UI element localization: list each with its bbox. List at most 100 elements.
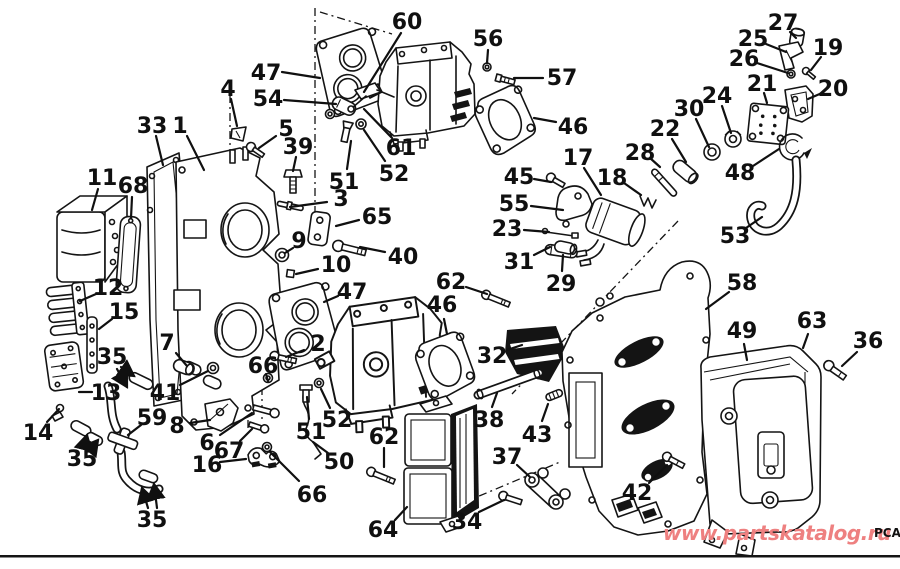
- callout-label-45: 45: [504, 165, 535, 190]
- corner-code: PCA: [874, 526, 900, 540]
- callout-label-3: 3: [333, 187, 348, 212]
- watermark[interactable]: www.partskatalog.ru: [663, 521, 891, 545]
- callout-label-48: 48: [725, 161, 756, 186]
- callout-leader: [257, 134, 278, 150]
- callout-leader: [744, 215, 764, 230]
- callout-leader: [294, 267, 320, 276]
- callout-leader: [560, 253, 565, 273]
- callout-label-19: 19: [813, 36, 844, 61]
- callout-label-11: 11: [87, 166, 118, 191]
- callout-leader: [751, 147, 781, 168]
- callout-leader: [218, 457, 248, 464]
- callout-label-14: 14: [23, 421, 54, 446]
- callout-label-50: 50: [324, 450, 355, 475]
- callout-label-46: 46: [427, 293, 458, 318]
- air-silencer-art: [365, 289, 566, 533]
- callout-leader: [238, 427, 254, 443]
- callout-leader: [762, 91, 769, 105]
- callout-label-24: 24: [702, 84, 733, 109]
- callout-label-39: 39: [283, 135, 314, 160]
- callout-label-26: 26: [729, 47, 760, 72]
- callout-label-58: 58: [727, 271, 758, 296]
- callout-label-17: 17: [563, 146, 594, 171]
- callout-label-13: 13: [91, 381, 122, 406]
- callout-label-20: 20: [818, 77, 849, 102]
- callout-leader: [284, 348, 306, 359]
- callout-label-35: 35: [97, 345, 128, 370]
- callout-leader: [764, 42, 788, 54]
- callout-leader: [229, 97, 239, 128]
- callout-label-16: 16: [192, 453, 223, 478]
- callout-leader: [178, 369, 210, 387]
- callout-label-35: 35: [67, 447, 98, 472]
- callout-leader: [136, 485, 156, 510]
- callout-label-25: 25: [738, 27, 769, 52]
- callout-leader: [648, 156, 662, 169]
- callout-label-67: 67: [214, 439, 245, 464]
- callout-leader: [268, 450, 301, 483]
- callout-label-38: 38: [474, 408, 505, 433]
- callout-leader: [622, 181, 643, 197]
- callout-leader: [345, 139, 353, 171]
- callout-label-34: 34: [452, 510, 483, 535]
- callout-leader: [505, 343, 524, 352]
- callout-leader: [283, 246, 295, 255]
- callout-leader: [522, 228, 551, 234]
- callout-label-66: 66: [248, 354, 279, 379]
- diagram-bottom-border: [0, 555, 900, 558]
- callout-leader: [529, 204, 565, 212]
- callout-label-10: 10: [321, 253, 352, 278]
- callout-leader: [670, 137, 688, 164]
- callout-label-5: 5: [278, 117, 293, 142]
- callout-leader: [704, 290, 731, 311]
- intake-manifold-art: [173, 146, 283, 431]
- callout-leader: [174, 351, 189, 368]
- callout-label-57: 57: [547, 66, 578, 91]
- callout-leader: [129, 195, 134, 220]
- callout-leader: [97, 317, 114, 331]
- callout-leader: [319, 387, 332, 410]
- callout-leader: [532, 116, 558, 124]
- callout-leader: [464, 285, 489, 296]
- callout-label-33: 33: [137, 114, 168, 139]
- callout-leader: [188, 418, 212, 425]
- callout-label-32: 32: [477, 344, 508, 369]
- callout-label-63: 63: [797, 309, 828, 334]
- callout-label-1: 1: [172, 114, 187, 139]
- callout-leader: [532, 245, 552, 257]
- callout-label-52: 52: [322, 408, 353, 433]
- callout-label-65: 65: [362, 205, 393, 230]
- callout-leader: [362, 128, 387, 163]
- callout-label-22: 22: [650, 117, 681, 142]
- callout-leader: [755, 61, 790, 75]
- callout-label-42: 42: [622, 481, 653, 506]
- callout-label-47: 47: [251, 61, 282, 86]
- callout-label-49: 49: [727, 319, 758, 344]
- callout-leader: [110, 367, 129, 389]
- callout-label-40: 40: [388, 245, 419, 270]
- callout-label-56: 56: [473, 27, 504, 52]
- callout-leader: [185, 134, 206, 172]
- callout-label-27: 27: [768, 11, 799, 36]
- callout-leader: [305, 395, 311, 421]
- callout-leader: [742, 342, 749, 362]
- callout-leader: [322, 294, 340, 304]
- crankcase-plate-art: [498, 260, 712, 536]
- callout-label-21: 21: [747, 72, 778, 97]
- callout-leader: [393, 505, 409, 522]
- callout-label-60: 60: [392, 10, 423, 35]
- callout-label-62: 62: [436, 270, 467, 295]
- reed-plates-art: [43, 281, 98, 422]
- callout-label-52: 52: [379, 162, 410, 187]
- callout-label-18: 18: [597, 166, 628, 191]
- callout-leader: [334, 218, 361, 228]
- callout-leader: [282, 98, 338, 106]
- callout-label-55: 55: [499, 192, 530, 217]
- callout-leader: [485, 48, 490, 65]
- callout-leader: [358, 245, 387, 254]
- callout-leader: [291, 155, 298, 173]
- callout-leader: [477, 498, 506, 514]
- callout-leader: [90, 187, 100, 212]
